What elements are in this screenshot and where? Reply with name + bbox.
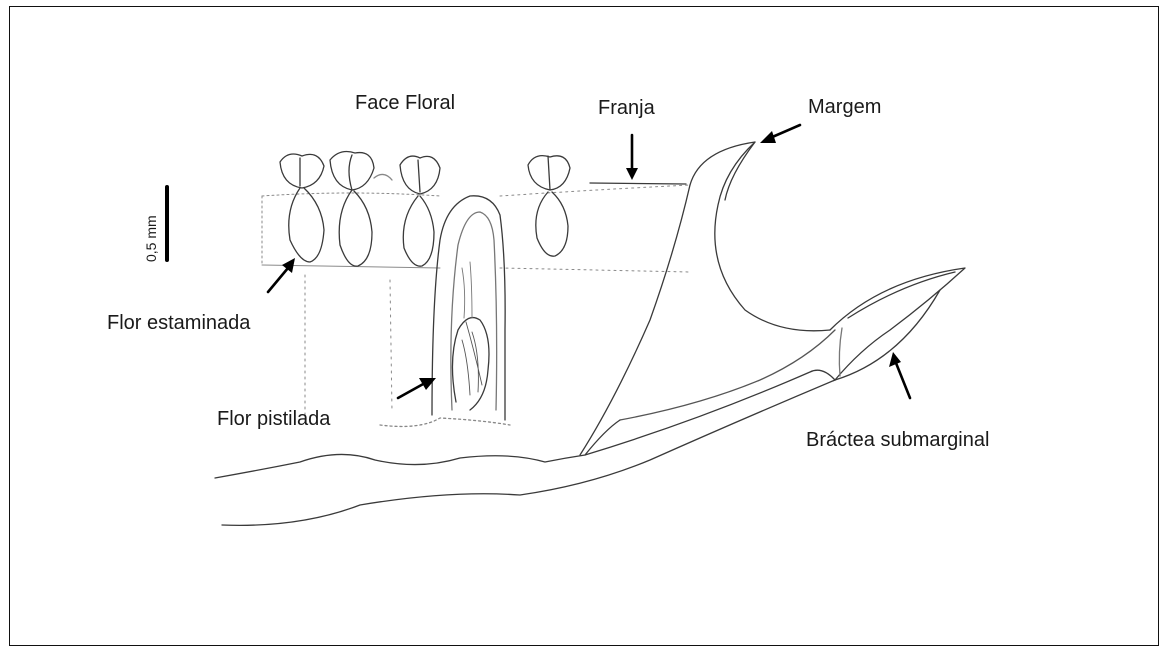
receptacle-margin bbox=[580, 142, 835, 455]
arrow-margem bbox=[760, 125, 800, 143]
receptacle-body bbox=[262, 183, 690, 420]
arrow-franja bbox=[626, 135, 638, 180]
pistillate-flower bbox=[432, 196, 505, 420]
scale-bar-label: 0,5 mm bbox=[143, 215, 159, 262]
arrow-bractea bbox=[889, 352, 910, 398]
arrow-flor-estaminada bbox=[268, 258, 295, 292]
label-bractea-submarginal: Bráctea submarginal bbox=[806, 430, 989, 450]
label-margem: Margem bbox=[808, 97, 881, 117]
label-face-floral: Face Floral bbox=[355, 93, 455, 113]
label-franja: Franja bbox=[598, 98, 655, 118]
label-flor-pistilada: Flor pistilada bbox=[217, 409, 330, 429]
staminate-flower-right bbox=[528, 156, 570, 257]
arrow-flor-pistilada bbox=[398, 378, 436, 398]
label-flor-estaminada: Flor estaminada bbox=[107, 313, 250, 333]
staminate-flowers bbox=[280, 152, 440, 267]
receptacle-stalk bbox=[215, 370, 835, 525]
